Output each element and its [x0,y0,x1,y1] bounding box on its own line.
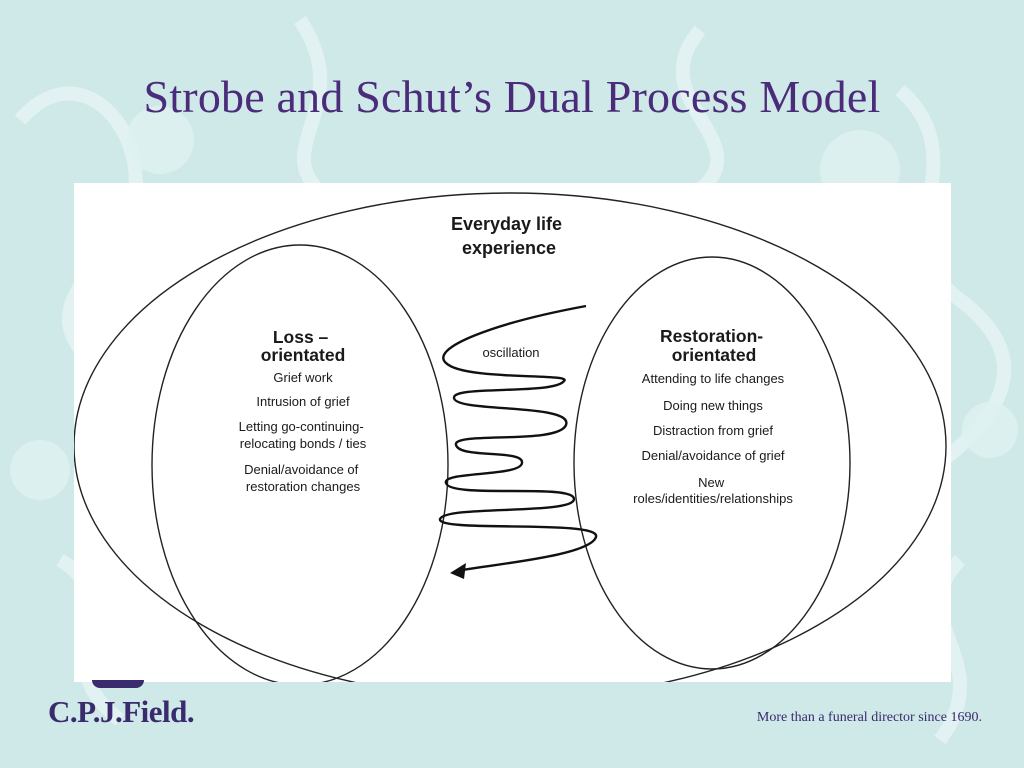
logo-mark [92,680,144,688]
oscillation-arrow [438,304,598,573]
loss-item: Denial/avoidance of restoration changes [244,462,362,494]
restoration-orientated-ellipse [573,256,851,670]
restoration-item: Denial/avoidance of grief [641,448,784,463]
dual-process-diagram: Everyday life experience oscillation Los… [74,192,947,682]
loss-item: Letting go-continuing- relocating bonds … [239,419,368,451]
loss-heading: Loss – orientated [261,327,346,365]
loss-item: Intrusion of grief [256,394,350,409]
loss-item: Grief work [273,370,333,385]
outer-ellipse-everyday-life [74,192,947,682]
loss-orientated-ellipse [151,244,449,682]
tagline: More than a funeral director since 1690. [756,710,982,725]
restoration-item: Distraction from grief [653,423,773,438]
oscillation-label: oscillation [482,345,539,360]
company-logo: C.P.J.Field. [48,694,195,729]
oscillation-arrowhead [450,563,466,579]
restoration-heading: Restoration- orientated [660,326,768,365]
diagram-panel: Everyday life experience oscillation Los… [74,183,951,682]
restoration-item: New roles/identities/relationships [633,475,793,506]
restoration-item: Attending to life changes [642,371,785,386]
slide-title: Strobe and Schut’s Dual Process Model [143,71,881,122]
restoration-item: Doing new things [663,398,763,413]
everyday-life-label: Everyday life experience [451,214,567,258]
